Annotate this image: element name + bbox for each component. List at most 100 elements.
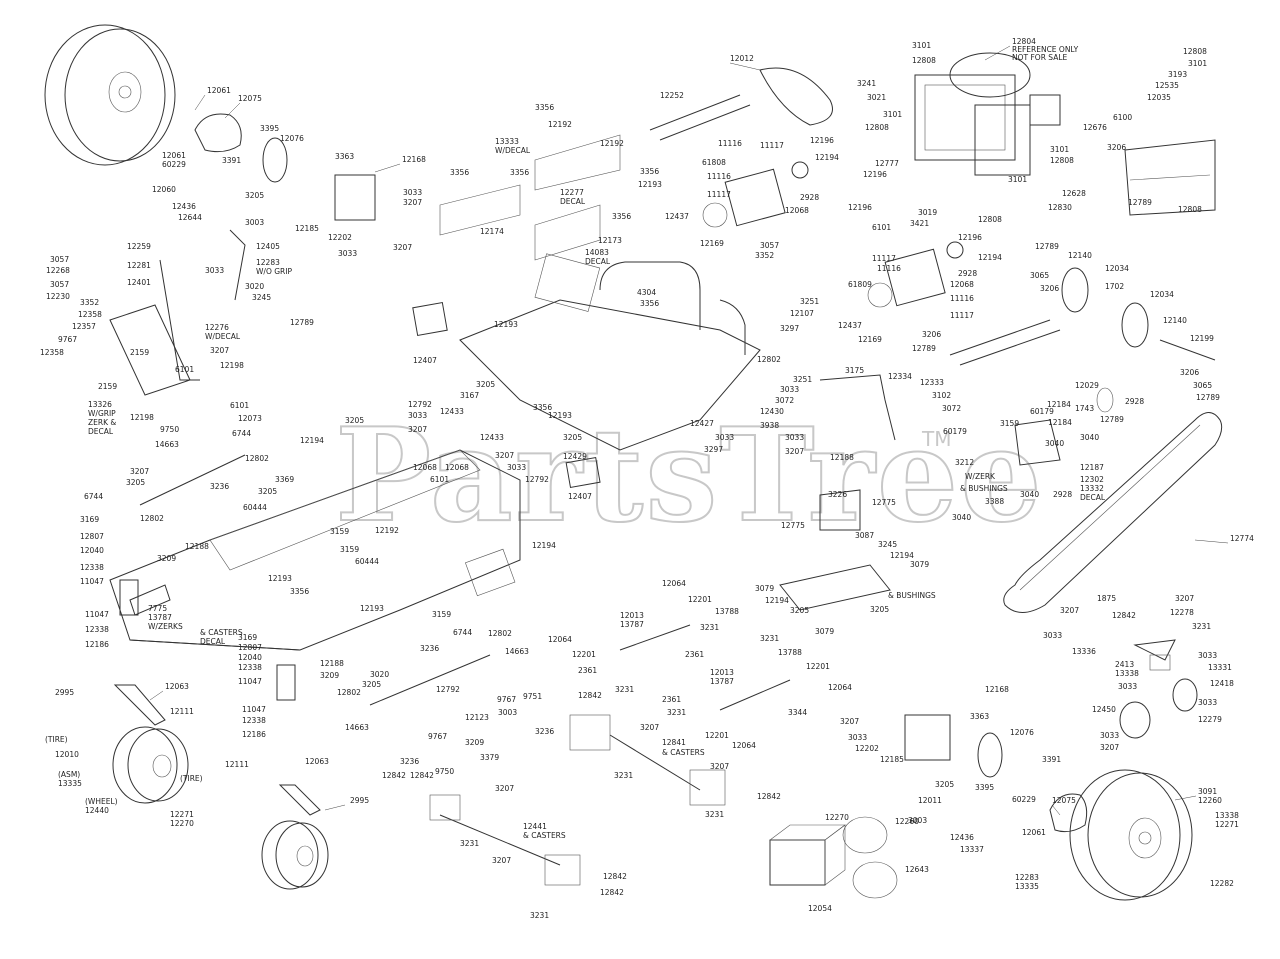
part-label: 60229 (162, 160, 186, 169)
part-label: 61808 (702, 158, 726, 167)
part-label: 3101 (912, 41, 931, 50)
part-label: 12338 (238, 663, 262, 672)
part-label: 3101 (1188, 59, 1207, 68)
part-label: 3033 (780, 385, 799, 394)
battery (769, 824, 846, 886)
part-label: 3040 (1045, 439, 1064, 448)
part-label: 13332 (1080, 484, 1104, 493)
hydro-motor-left (262, 137, 376, 221)
part-label: 2361 (662, 695, 681, 704)
part-label: W/GRIP (88, 409, 116, 418)
part-label: 12268 (46, 266, 70, 275)
part-label: DECAL (200, 637, 226, 646)
part-label: 12808 (1178, 205, 1202, 214)
part-label: 3226 (828, 490, 847, 499)
part-label: 12283 (1015, 873, 1039, 882)
part-label: 60444 (355, 557, 379, 566)
part-label: 12792 (408, 400, 432, 409)
part-label: 3033 (507, 463, 526, 472)
part-label: 3231 (615, 685, 634, 694)
part-label: 3352 (80, 298, 99, 307)
part-label: 3003 (245, 218, 264, 227)
part-label: 3207 (785, 447, 804, 456)
part-label: 12196 (863, 170, 887, 179)
part-label: 12061 (207, 86, 231, 95)
part-label: 3101 (883, 110, 902, 119)
part-label: 2995 (55, 688, 74, 697)
part-label: 12063 (165, 682, 189, 691)
part-label: 12271 (170, 810, 194, 819)
part-label: 3205 (935, 780, 954, 789)
part-label: 1875 (1097, 594, 1116, 603)
part-label: 3207 (1175, 594, 1194, 603)
part-label: 3159 (340, 545, 359, 554)
part-label: W/DECAL (205, 332, 241, 341)
part-label: 3021 (867, 93, 886, 102)
part-label: 13335 (1015, 882, 1039, 891)
part-label: 3033 (338, 249, 357, 258)
part-label: 12535 (1155, 81, 1179, 90)
part-label: 12276 (205, 323, 229, 332)
part-label: 3356 (640, 167, 659, 176)
part-label: 3159 (330, 527, 349, 536)
part-label: 3236 (400, 757, 419, 766)
muffler-guard (1124, 139, 1216, 216)
part-label: 12433 (440, 407, 464, 416)
part-label: 3079 (815, 627, 834, 636)
part-label: 9751 (523, 692, 542, 701)
part-label: 12802 (488, 629, 512, 638)
part-label: 12073 (238, 414, 262, 423)
part-label: 12407 (413, 356, 437, 365)
part-label: 6101 (230, 401, 249, 410)
part-label: 13333 (495, 137, 519, 146)
part-label: 12068 (785, 206, 809, 215)
part-label: 12270 (825, 813, 849, 822)
part-label: 2928 (958, 269, 977, 278)
part-label: 12440 (85, 806, 109, 815)
part-label: 12436 (950, 833, 974, 842)
part-label: 12011 (918, 796, 942, 805)
part-label: 11117 (760, 141, 784, 150)
part-label: 12035 (1147, 93, 1171, 102)
part-label: 2928 (800, 193, 819, 202)
part-label: 12194 (532, 541, 556, 550)
part-label: (WHEEL) (85, 797, 118, 806)
part-label: 3356 (290, 587, 309, 596)
part-label: 3040 (1020, 490, 1039, 499)
part-label: 12111 (225, 760, 249, 769)
part-label: 60444 (243, 503, 267, 512)
part-label: 12169 (858, 335, 882, 344)
part-label: 12194 (890, 551, 914, 560)
steering-lever (109, 229, 246, 396)
part-label: 9750 (435, 767, 454, 776)
part-label: 12802 (140, 514, 164, 523)
part-label: 3205 (126, 478, 145, 487)
part-label: 12193 (360, 604, 384, 613)
part-label: 12437 (838, 321, 862, 330)
part-label: 3019 (918, 208, 937, 217)
part-label: 3205 (362, 680, 381, 689)
part-label: 12230 (46, 292, 70, 301)
part-label: 12068 (950, 280, 974, 289)
part-label: 3356 (612, 212, 631, 221)
part-label: 60179 (943, 427, 967, 436)
part-label: 13788 (778, 648, 802, 657)
part-label: 12260 (895, 817, 919, 826)
part-label: 3938 (760, 421, 779, 430)
part-label: 3033 (848, 733, 867, 742)
part-label: 12173 (598, 236, 622, 245)
part-label: 3033 (1118, 682, 1137, 691)
part-label: 12029 (1075, 381, 1099, 390)
part-label: 3206 (1107, 143, 1126, 152)
part-label: 12271 (1215, 820, 1239, 829)
hydro-motor-right (904, 714, 1003, 778)
part-label: 11047 (242, 705, 266, 714)
part-label: 3072 (942, 404, 961, 413)
part-label: 3033 (403, 188, 422, 197)
part-label: 3207 (710, 762, 729, 771)
part-label: & CASTERS (523, 831, 566, 840)
part-label: 12842 (1112, 611, 1136, 620)
part-label: 12140 (1163, 316, 1187, 325)
part-label: 7775 (148, 604, 167, 613)
front-axles (429, 714, 726, 886)
